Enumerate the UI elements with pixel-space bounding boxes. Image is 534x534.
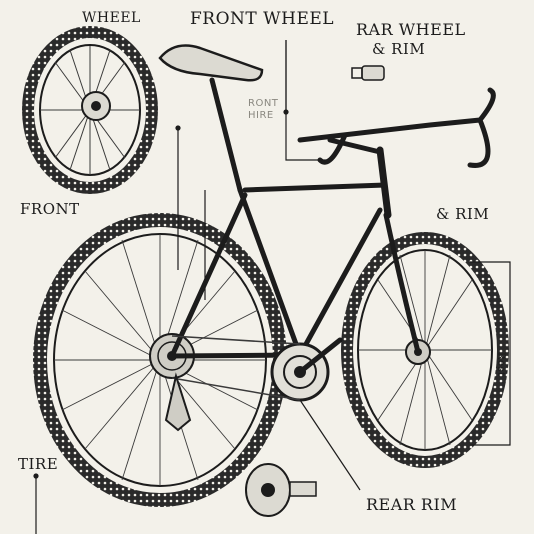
seat-post bbox=[209, 77, 243, 193]
label-wheel: WHEEL bbox=[82, 10, 141, 26]
label-faint-hire: HIRE bbox=[248, 110, 274, 121]
small-hub-bottom bbox=[245, 463, 317, 517]
leader-front-rim bbox=[470, 261, 511, 446]
saddle-assembly bbox=[158, 44, 264, 193]
handlebar bbox=[297, 87, 496, 168]
top-tube bbox=[242, 182, 388, 193]
bar-top bbox=[297, 117, 483, 143]
small-part-top bbox=[351, 65, 385, 81]
brake-lever bbox=[317, 132, 348, 165]
leader-rear-rim bbox=[299, 399, 361, 491]
leader-lines bbox=[33, 40, 511, 534]
label-front: FRONT bbox=[20, 200, 80, 218]
fork bbox=[383, 212, 421, 355]
label-front-wheel: FRONT WHEEL bbox=[190, 9, 335, 29]
label-rear-wheel-rim-line1: RAR WHEEL bbox=[356, 20, 466, 39]
stem bbox=[327, 137, 383, 155]
saddle bbox=[158, 44, 264, 82]
label-tire: TIRE bbox=[18, 455, 59, 473]
label-rear-wheel-rim-line2: & RIM bbox=[372, 40, 426, 58]
front-wheel-tire bbox=[341, 232, 509, 468]
crank-arm bbox=[297, 337, 343, 375]
bar-drop bbox=[467, 87, 496, 168]
front-wheel bbox=[341, 232, 509, 468]
chain-top bbox=[171, 335, 301, 345]
detail-wheel bbox=[22, 26, 158, 194]
crankset bbox=[171, 335, 343, 402]
head-tube bbox=[376, 146, 392, 219]
chain-bottom bbox=[171, 377, 301, 401]
label-vertical-side: Rest bbox=[495, 352, 506, 377]
label-rear-rim: REAR RIM bbox=[366, 495, 458, 514]
label-faint-front: RONT bbox=[248, 98, 279, 109]
seat-stay bbox=[169, 192, 248, 359]
rear-wheel bbox=[33, 213, 287, 507]
seat-tube bbox=[237, 187, 303, 358]
down-tube bbox=[297, 207, 383, 358]
rear-derailleur bbox=[164, 372, 192, 432]
label-rim-right: & RIM bbox=[436, 205, 490, 223]
detail-wheel-tire bbox=[22, 26, 158, 194]
